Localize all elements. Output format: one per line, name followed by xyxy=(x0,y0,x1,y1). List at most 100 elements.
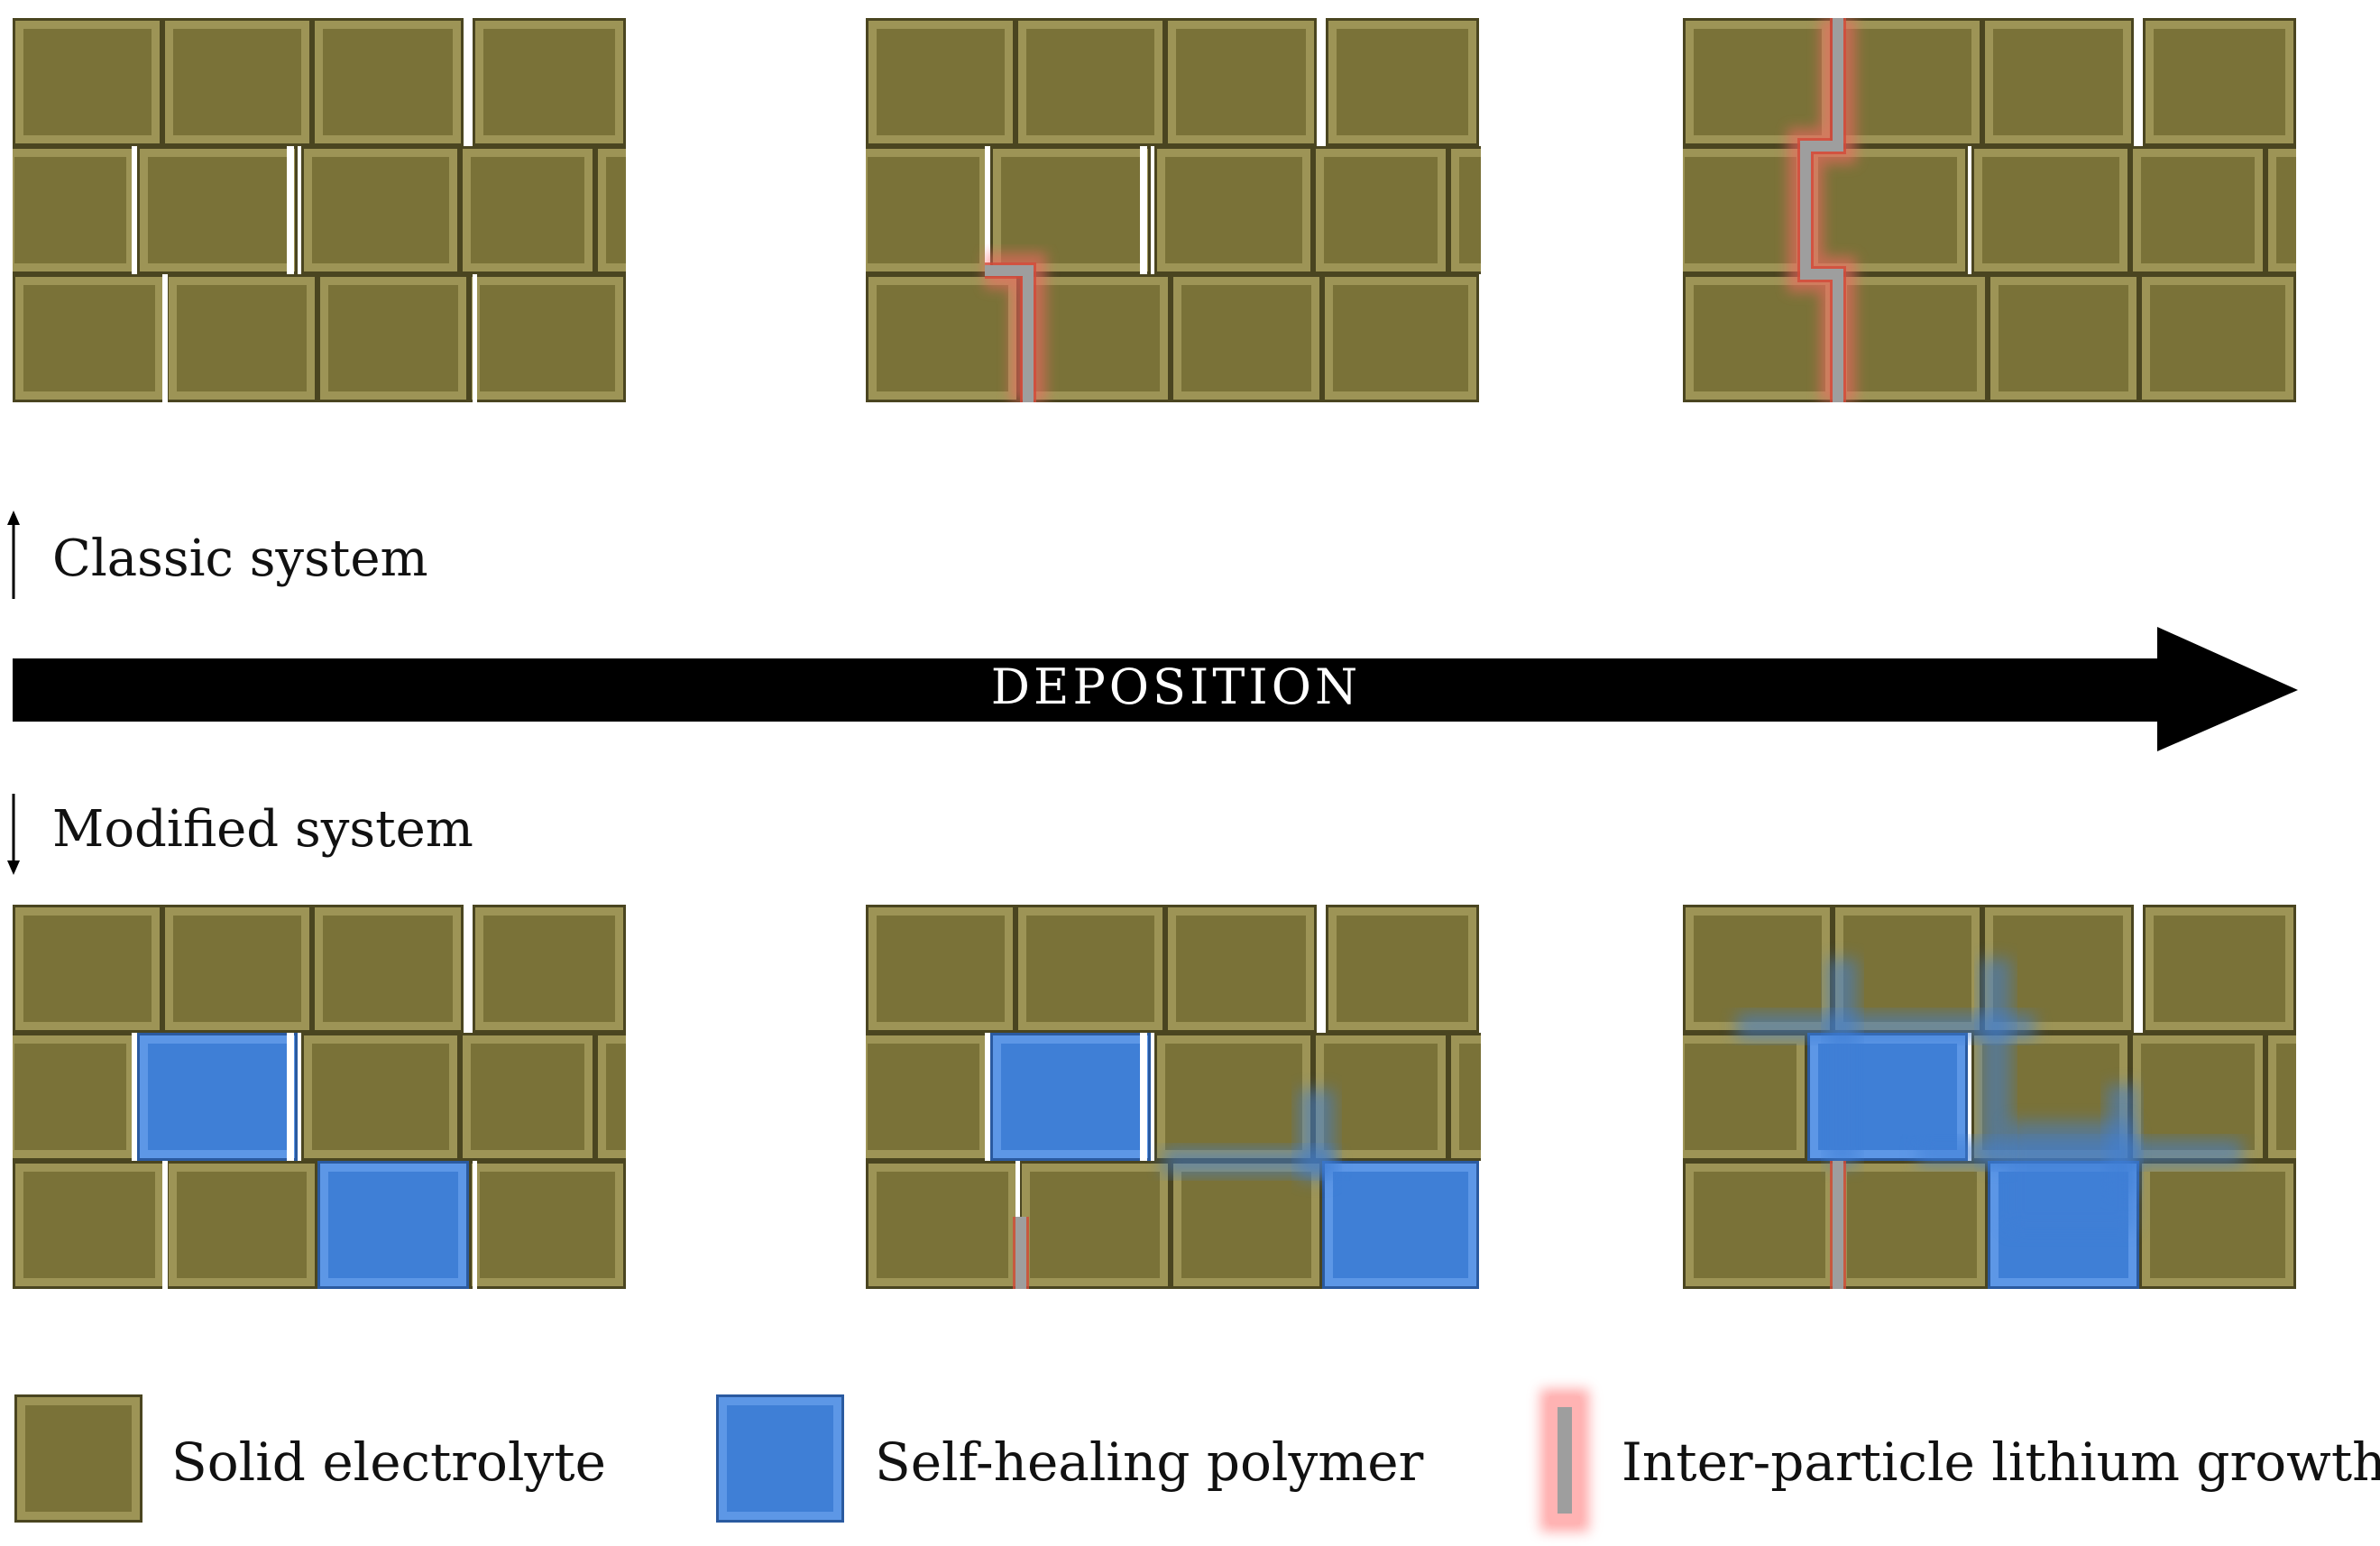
electrolyte-block xyxy=(2265,146,2296,274)
electrolyte-block xyxy=(1019,1161,1171,1289)
electrolyte-block xyxy=(137,146,298,274)
electrolyte-block xyxy=(1313,1033,1448,1161)
legend-polymer-swatch xyxy=(716,1394,844,1523)
electrolyte-block xyxy=(13,146,137,274)
crack xyxy=(162,274,168,402)
electrolyte-block xyxy=(1971,146,2130,274)
legend: Solid electrolyte Self-healing polymer I… xyxy=(14,1389,2380,1532)
crack xyxy=(287,146,294,274)
electrolyte-block xyxy=(460,146,595,274)
electrolyte-block xyxy=(866,18,1015,146)
polymer-block xyxy=(716,1394,844,1523)
electrolyte-block xyxy=(13,18,162,146)
electrolyte-block xyxy=(13,905,162,1033)
crack xyxy=(1140,146,1147,274)
polymer-block xyxy=(317,1161,469,1289)
electrolyte-block xyxy=(866,274,1019,402)
legend-electrolyte-label: Solid electrolyte xyxy=(171,1431,606,1493)
electrolyte-block xyxy=(1171,1161,1322,1289)
electrolyte-block xyxy=(13,274,166,402)
crack xyxy=(473,1161,477,1289)
crack xyxy=(985,1033,990,1161)
modified-panel-1 xyxy=(13,905,626,1289)
electrolyte-block xyxy=(1448,146,1481,274)
legend-electrolyte-swatch xyxy=(14,1394,142,1523)
pore-gap xyxy=(464,905,473,1027)
deposition-arrow xyxy=(13,627,2298,751)
electrolyte-block xyxy=(1683,1033,1807,1161)
electrolyte-block xyxy=(1015,18,1165,146)
modified-system-label: Modified system xyxy=(52,800,473,859)
electrolyte-block xyxy=(1988,274,2139,402)
electrolyte-block xyxy=(301,146,460,274)
crack xyxy=(1140,1033,1147,1161)
electrolyte-block xyxy=(2130,1033,2265,1161)
polymer-block xyxy=(990,1033,1151,1161)
crack xyxy=(1015,1161,1020,1224)
electrolyte-block xyxy=(13,1033,137,1161)
electrolyte-block xyxy=(166,274,317,402)
electrolyte-block xyxy=(312,18,464,146)
electrolyte-block xyxy=(162,18,312,146)
electrolyte-block xyxy=(469,274,626,402)
electrolyte-block xyxy=(13,1161,166,1289)
electrolyte-block xyxy=(1807,146,1968,274)
legend-lithium-label: Inter-particle lithium growth xyxy=(1622,1431,2380,1493)
electrolyte-block xyxy=(1683,18,1833,146)
electrolyte-block xyxy=(595,146,626,274)
pore-gap xyxy=(1317,18,1326,141)
electrolyte-block xyxy=(1326,905,1479,1033)
crack xyxy=(132,146,137,274)
electrolyte-block xyxy=(469,1161,626,1289)
lithium-growth xyxy=(1787,18,1856,402)
electrolyte-block xyxy=(866,1161,1019,1289)
crack xyxy=(162,1161,168,1289)
electrolyte-block xyxy=(2143,905,2296,1033)
polymer-spread xyxy=(1737,959,2242,1229)
modified-panel-3 xyxy=(1683,905,2296,1289)
pore-gap xyxy=(2134,18,2143,141)
electrolyte-block xyxy=(2143,18,2296,146)
modified-panel-2 xyxy=(866,905,1481,1289)
legend-lithium-swatch xyxy=(1540,1389,1589,1532)
down-arrow-icon xyxy=(7,794,20,875)
polymer-spread xyxy=(1163,1090,1335,1180)
electrolyte-block xyxy=(1982,18,2134,146)
electrolyte-block xyxy=(1015,905,1165,1033)
pore-gap xyxy=(464,18,473,141)
electrolyte-block xyxy=(1683,1161,1836,1289)
electrolyte-block xyxy=(866,146,990,274)
pore-gap xyxy=(2134,905,2143,1027)
electrolyte-block xyxy=(1154,1033,1313,1161)
crack xyxy=(132,1033,137,1161)
electrolyte-block xyxy=(1165,18,1317,146)
electrolyte-block xyxy=(473,18,626,146)
electrolyte-block xyxy=(1326,18,1479,146)
electrolyte-block xyxy=(1833,18,1982,146)
electrolyte-block xyxy=(1171,274,1322,402)
electrolyte-block xyxy=(1165,905,1317,1033)
electrolyte-block xyxy=(2139,274,2296,402)
electrolyte-block xyxy=(166,1161,317,1289)
electrolyte-block xyxy=(866,1033,990,1161)
electrolyte-block xyxy=(1683,274,1836,402)
electrolyte-block xyxy=(866,905,1015,1033)
electrolyte-block xyxy=(301,1033,460,1161)
crack xyxy=(287,1033,294,1161)
classic-panel-3 xyxy=(1683,18,2296,402)
electrolyte-block xyxy=(1683,905,1833,1033)
pore-gap xyxy=(1317,905,1326,1027)
electrolyte-block xyxy=(312,905,464,1033)
electrolyte-block xyxy=(1836,1161,1988,1289)
crack xyxy=(985,146,990,274)
lithium-growth xyxy=(985,253,1046,402)
electrolyte-block xyxy=(1322,274,1479,402)
up-arrow-icon xyxy=(7,511,20,599)
electrolyte-block xyxy=(1836,274,1988,402)
electrolyte-block xyxy=(2265,1033,2296,1161)
electrolyte-block xyxy=(317,274,469,402)
legend-polymer-label: Self-healing polymer xyxy=(875,1431,1424,1493)
electrolyte-block xyxy=(162,905,312,1033)
electrolyte-block xyxy=(595,1033,626,1161)
